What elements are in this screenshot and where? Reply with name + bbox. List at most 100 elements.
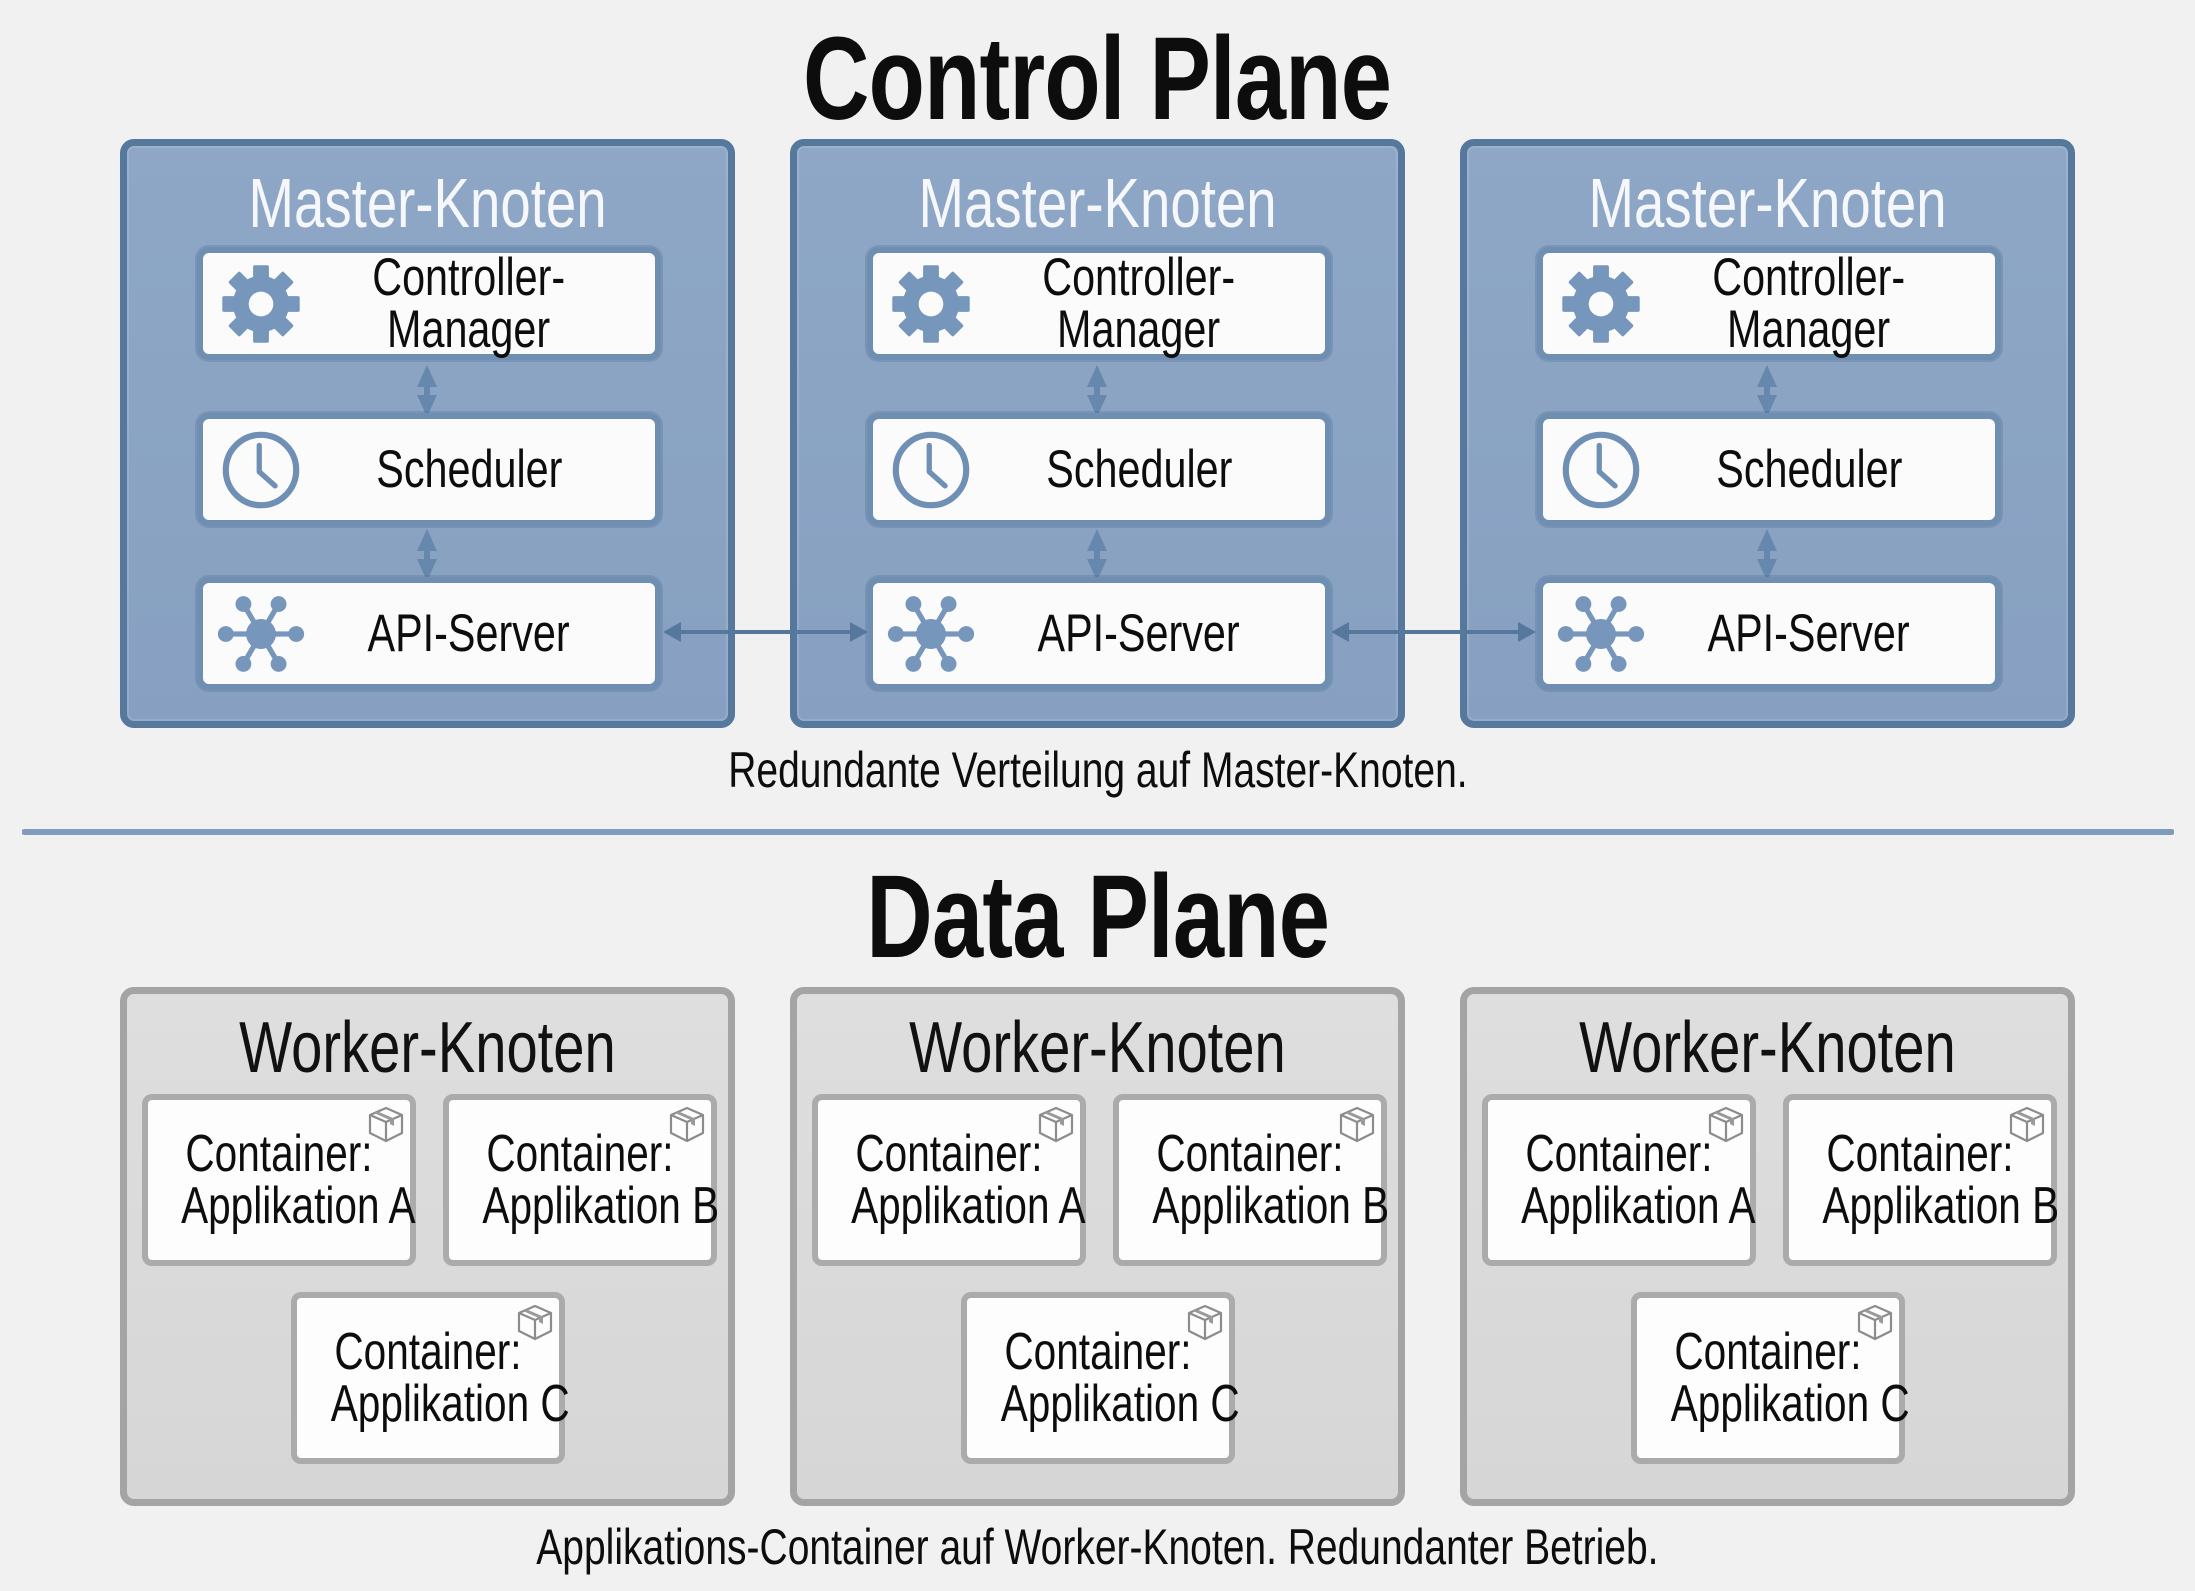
- hub-network-icon: [887, 595, 975, 672]
- container-label: Container: Applikation B: [1789, 1128, 2059, 1232]
- bidirectional-arrow-icon: [1757, 365, 1777, 417]
- container-card-a[interactable]: Container: Applikation A: [142, 1094, 416, 1266]
- control-plane-caption-text: Redundante Verteilung auf Master-Knoten.: [727, 742, 1468, 798]
- controller-manager-card[interactable]: Controller- Manager: [1537, 247, 2001, 360]
- package-box-icon: [1857, 1304, 1893, 1341]
- package-box-icon: [1339, 1106, 1375, 1143]
- controller-manager-card[interactable]: Controller- Manager: [867, 247, 1331, 360]
- label-line-2: Manager: [1057, 299, 1221, 359]
- master-node-title-text: Master-Knoten: [248, 164, 607, 242]
- api-server-label: API-Server: [1633, 603, 1985, 663]
- container-label-line-2: Applikation B: [1152, 1177, 1390, 1235]
- api-server-card[interactable]: API-Server: [197, 577, 661, 690]
- api-server-label-text: API-Server: [1707, 603, 1911, 663]
- worker-node-title: Worker-Knoten: [127, 1012, 728, 1084]
- container-label: Container: Applikation B: [1119, 1125, 1389, 1232]
- control-plane-title: Control Plane: [0, 20, 2195, 138]
- worker-node-1: Worker-Knoten Container: Applikation A: [120, 987, 735, 1506]
- master-node-1: Master-Knoten: [120, 139, 735, 728]
- clock-icon: [1562, 431, 1640, 508]
- container-card-c[interactable]: Container: Applikation C: [291, 1292, 570, 1464]
- api-server-card[interactable]: API-Server: [867, 577, 1331, 690]
- api-server-card[interactable]: API-Server: [1537, 577, 2001, 690]
- worker-node-title: Worker-Knoten: [797, 1012, 1398, 1084]
- label-line-1: Controller-: [1042, 247, 1236, 307]
- master-node-title: Master-Knoten: [127, 168, 728, 238]
- worker-node-title-text: Worker-Knoten: [1579, 1008, 1956, 1088]
- container-label: Container: Applikation A: [148, 1125, 416, 1232]
- data-plane-caption: Applikations-Container auf Worker-Knoten…: [0, 1522, 2195, 1572]
- container-label-line-2: Applikation A: [1521, 1177, 1756, 1235]
- container-card-b[interactable]: Container: Applikation B: [443, 1094, 719, 1266]
- worker-node-title-text: Worker-Knoten: [909, 1008, 1286, 1088]
- api-server-label-text: API-Server: [367, 603, 571, 663]
- container-card-a[interactable]: Container: Applikation A: [1482, 1094, 1756, 1266]
- container-label: Container: Applikation A: [1488, 1125, 1756, 1232]
- bidirectional-arrow-icon: [417, 529, 437, 581]
- api-server-label: API-Server: [963, 603, 1315, 663]
- container-label-line-1: Container:: [1156, 1125, 1344, 1183]
- control-plane-caption: Redundante Verteilung auf Master-Knoten.: [0, 745, 2195, 795]
- plane-divider: [22, 829, 2174, 835]
- master-node-3: Master-Knoten: [1460, 139, 2075, 728]
- container-label-line-1: Container:: [855, 1125, 1043, 1183]
- gear-icon: [222, 264, 300, 343]
- master-node-title: Master-Knoten: [797, 168, 1398, 238]
- container-card-c[interactable]: Container: Applikation C: [1631, 1292, 1910, 1464]
- api-sync-arrow-1-2: [663, 622, 868, 642]
- master-node-2: Master-Knoten: [790, 139, 1405, 728]
- api-server-label-text: API-Server: [1037, 603, 1241, 663]
- hub-network-icon: [1557, 595, 1645, 672]
- package-box-icon: [2009, 1106, 2045, 1143]
- master-node-title: Master-Knoten: [1467, 168, 2068, 238]
- container-label: Container: Applikation A: [818, 1125, 1086, 1232]
- label-line-1: Controller-: [1712, 247, 1906, 307]
- worker-node-2: Worker-Knoten Container: Applikation A: [790, 987, 1405, 1506]
- bidirectional-arrow-icon: [1087, 365, 1107, 417]
- container-card-b[interactable]: Container: Applikation B: [1113, 1094, 1389, 1266]
- data-plane-title-text: Data Plane: [866, 851, 1330, 983]
- scheduler-label: Scheduler: [293, 439, 645, 499]
- worker-node-title: Worker-Knoten: [1467, 1012, 2068, 1084]
- data-plane-title: Data Plane: [0, 858, 2195, 976]
- scheduler-card[interactable]: Scheduler: [197, 413, 661, 526]
- container-label-line-1: Container:: [1674, 1323, 1862, 1381]
- clock-icon: [222, 431, 300, 508]
- bidirectional-arrow-icon: [1757, 529, 1777, 581]
- worker-node-3: Worker-Knoten Container: Applikation A: [1460, 987, 2075, 1506]
- label-line-2: Manager: [1727, 299, 1891, 359]
- data-plane-caption-text: Applikations-Container auf Worker-Knoten…: [536, 1519, 1659, 1575]
- controller-manager-label: Controller- Manager: [963, 247, 1315, 359]
- container-label: Container: Applikation B: [449, 1125, 719, 1232]
- controller-manager-card[interactable]: Controller- Manager: [197, 247, 661, 360]
- container-label: Container: Applikation C: [967, 1326, 1240, 1430]
- api-server-label: API-Server: [293, 603, 645, 663]
- container-label-line-2: Applikation C: [1670, 1375, 1910, 1433]
- bidirectional-arrow-icon: [417, 365, 437, 417]
- clock-icon: [892, 431, 970, 508]
- package-box-icon: [669, 1106, 705, 1143]
- scheduler-label-text: Scheduler: [375, 439, 563, 499]
- container-label-line-1: Container:: [334, 1323, 522, 1381]
- container-label: Container: Applikation C: [297, 1323, 570, 1430]
- bidirectional-arrow-icon: [1087, 529, 1107, 581]
- label-line-2: Manager: [387, 299, 551, 359]
- scheduler-label-text: Scheduler: [1045, 439, 1233, 499]
- master-node-title-text: Master-Knoten: [918, 164, 1277, 242]
- scheduler-card[interactable]: Scheduler: [1537, 413, 2001, 526]
- master-node-title-text: Master-Knoten: [1588, 164, 1947, 242]
- container-card-a[interactable]: Container: Applikation A: [812, 1094, 1086, 1266]
- container-card-b[interactable]: Container: Applikation B: [1783, 1094, 2059, 1266]
- container-label-line-1: Container:: [486, 1125, 674, 1183]
- container-label-line-1: Container:: [1525, 1125, 1713, 1183]
- worker-node-title-text: Worker-Knoten: [239, 1008, 616, 1088]
- container-label-line-1: Container:: [185, 1125, 373, 1183]
- container-label-line-2: Applikation A: [181, 1177, 416, 1235]
- scheduler-card[interactable]: Scheduler: [867, 413, 1331, 526]
- container-label-line-2: Applikation B: [1822, 1177, 2060, 1235]
- package-box-icon: [1187, 1304, 1223, 1341]
- package-box-icon: [1038, 1106, 1074, 1143]
- container-card-c[interactable]: Container: Applikation C: [961, 1292, 1240, 1464]
- container-label-line-2: Applikation C: [1000, 1375, 1240, 1433]
- package-box-icon: [1708, 1106, 1744, 1143]
